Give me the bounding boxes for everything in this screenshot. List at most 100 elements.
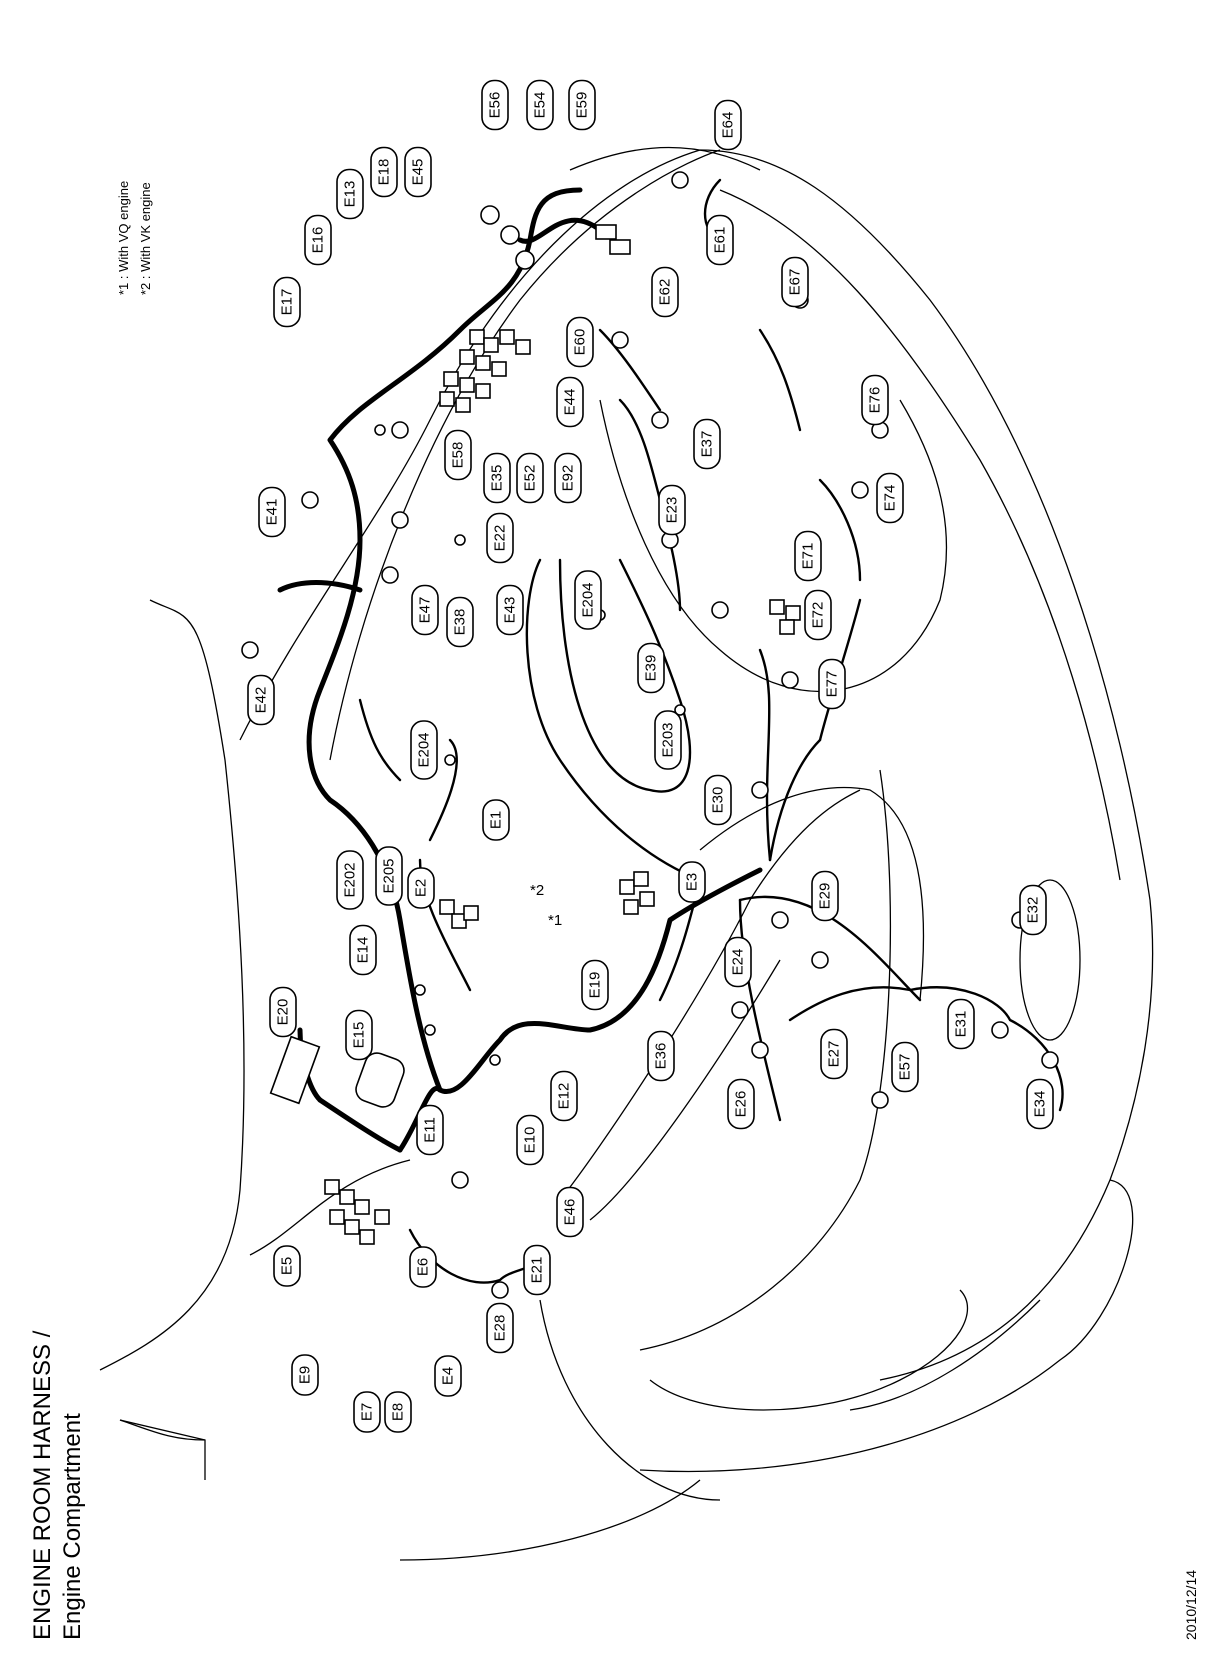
connector-label-text: E8 (390, 1403, 407, 1421)
connector-label-e204b: E204 (410, 720, 438, 780)
connector-label-box (947, 998, 975, 1050)
connector-label-box (411, 584, 439, 636)
marker-vk: *2 (530, 882, 544, 899)
connector-label-box (444, 429, 472, 481)
connector-label-box (483, 452, 511, 504)
connector-label-text: E29 (817, 883, 834, 910)
connector-label-box (556, 1186, 584, 1238)
connector-label-e77: E77 (818, 658, 846, 710)
connector-label-box (273, 1245, 301, 1287)
connector-label-text: E77 (824, 671, 841, 698)
connector-label-text: E52 (522, 465, 539, 492)
connector-label-box (550, 1070, 578, 1122)
connector-label-box (496, 584, 524, 636)
connector-label-text: E46 (562, 1199, 579, 1226)
connector-label-e29: E29 (811, 870, 839, 922)
diagram-title: ENGINE ROOM HARNESS / Engine Compartment (29, 1330, 86, 1640)
connector-label-text: E11 (422, 1117, 439, 1143)
connector-label-text: E58 (450, 442, 467, 469)
connector-label-e14: E14 (349, 924, 377, 976)
connector-label-text: E57 (897, 1054, 914, 1081)
connector-label-text: E64 (720, 112, 737, 139)
connector-label-text: E21 (529, 1257, 546, 1284)
connector-label-e27: E27 (820, 1028, 848, 1080)
connector-label-box (446, 596, 474, 648)
connector-label-e8: E8 (384, 1391, 412, 1433)
connector-label-box (706, 214, 734, 266)
connector-label-box (818, 658, 846, 710)
connector-label-box (647, 1030, 675, 1082)
connector-label-box (794, 530, 822, 582)
connector-label-e7: E7 (353, 1391, 381, 1433)
connector-label-text: E20 (275, 999, 292, 1026)
connector-label-text: E3 (684, 873, 701, 891)
connector-label-text: E41 (264, 499, 281, 526)
connector-label-text: E47 (417, 597, 434, 624)
connector-label-e20: E20 (269, 986, 297, 1038)
connector-label-e57: E57 (891, 1041, 919, 1093)
main-harness (277, 187, 763, 1153)
connector-label-box (526, 79, 554, 131)
connector-label-e72: E72 (804, 589, 832, 641)
connector-label-e24: E24 (724, 936, 752, 988)
connector-label-e2: E2 (407, 867, 435, 909)
connector-label-e10: E10 (516, 1114, 544, 1166)
connector-label-box (658, 484, 686, 536)
connector-label-e3: E3 (678, 861, 706, 903)
connector-label-text: E204 (416, 732, 433, 767)
connector-label-text: E13 (342, 181, 359, 208)
connector-label-text: E15 (351, 1022, 368, 1049)
vehicle-body-outline (99, 146, 1154, 1561)
connector-label-e16: E16 (304, 214, 332, 266)
connector-label-text: E67 (787, 269, 804, 296)
connector-label-text: E19 (587, 972, 604, 999)
connector-label-e26: E26 (727, 1078, 755, 1130)
connector-label-text: E92 (560, 465, 577, 492)
connector-label-box (336, 850, 364, 910)
connector-label-box (566, 316, 594, 368)
connector-label-box (574, 570, 602, 630)
connector-label-e54: E54 (526, 79, 554, 131)
connector-label-e45: E45 (404, 146, 432, 198)
connector-label-text: E36 (653, 1043, 670, 1070)
connector-label-e36: E36 (647, 1030, 675, 1082)
connector-label-text: E34 (1032, 1091, 1049, 1118)
title-line-2: Engine Compartment (59, 1413, 86, 1640)
connector-label-text: E204 (580, 582, 597, 617)
connector-label-e19: E19 (581, 959, 609, 1011)
branch-wires (358, 178, 1064, 1284)
connector-label-box (727, 1078, 755, 1130)
connector-label-text: E59 (574, 92, 591, 119)
connector-label-e205: E205 (375, 846, 403, 906)
connector-label-e52: E52 (516, 452, 544, 504)
connector-label-text: E60 (572, 329, 589, 356)
connector-label-text: E44 (562, 389, 579, 416)
connector-label-box (678, 861, 706, 903)
title-line-1: ENGINE ROOM HARNESS / (29, 1330, 56, 1640)
connector-label-box (370, 146, 398, 198)
connector-label-text: E7 (359, 1403, 376, 1421)
connector-label-text: E205 (381, 858, 398, 893)
connector-label-e61: E61 (706, 214, 734, 266)
connector-label-text: E9 (297, 1366, 314, 1384)
connector-label-e41: E41 (258, 486, 286, 538)
connector-label-text: E14 (355, 937, 372, 964)
connector-label-e6: E6 (409, 1246, 437, 1288)
connector-label-e1: E1 (482, 799, 510, 841)
connector-label-text: E17 (279, 289, 296, 316)
connector-label-box (416, 1104, 444, 1156)
connector-label-box (291, 1354, 319, 1396)
connector-label-box (349, 924, 377, 976)
connector-label-text: E42 (253, 687, 270, 714)
connector-label-box (486, 1302, 514, 1354)
connector-label-e64: E64 (714, 99, 742, 151)
connector-label-text: E72 (810, 602, 827, 629)
connector-label-box (811, 870, 839, 922)
connector-label-box (523, 1244, 551, 1296)
connector-label-box (375, 846, 403, 906)
connector-label-box (434, 1355, 462, 1397)
connector-label-e92: E92 (554, 452, 582, 504)
connector-label-e31: E31 (947, 998, 975, 1050)
connector-label-text: E12 (556, 1083, 573, 1110)
